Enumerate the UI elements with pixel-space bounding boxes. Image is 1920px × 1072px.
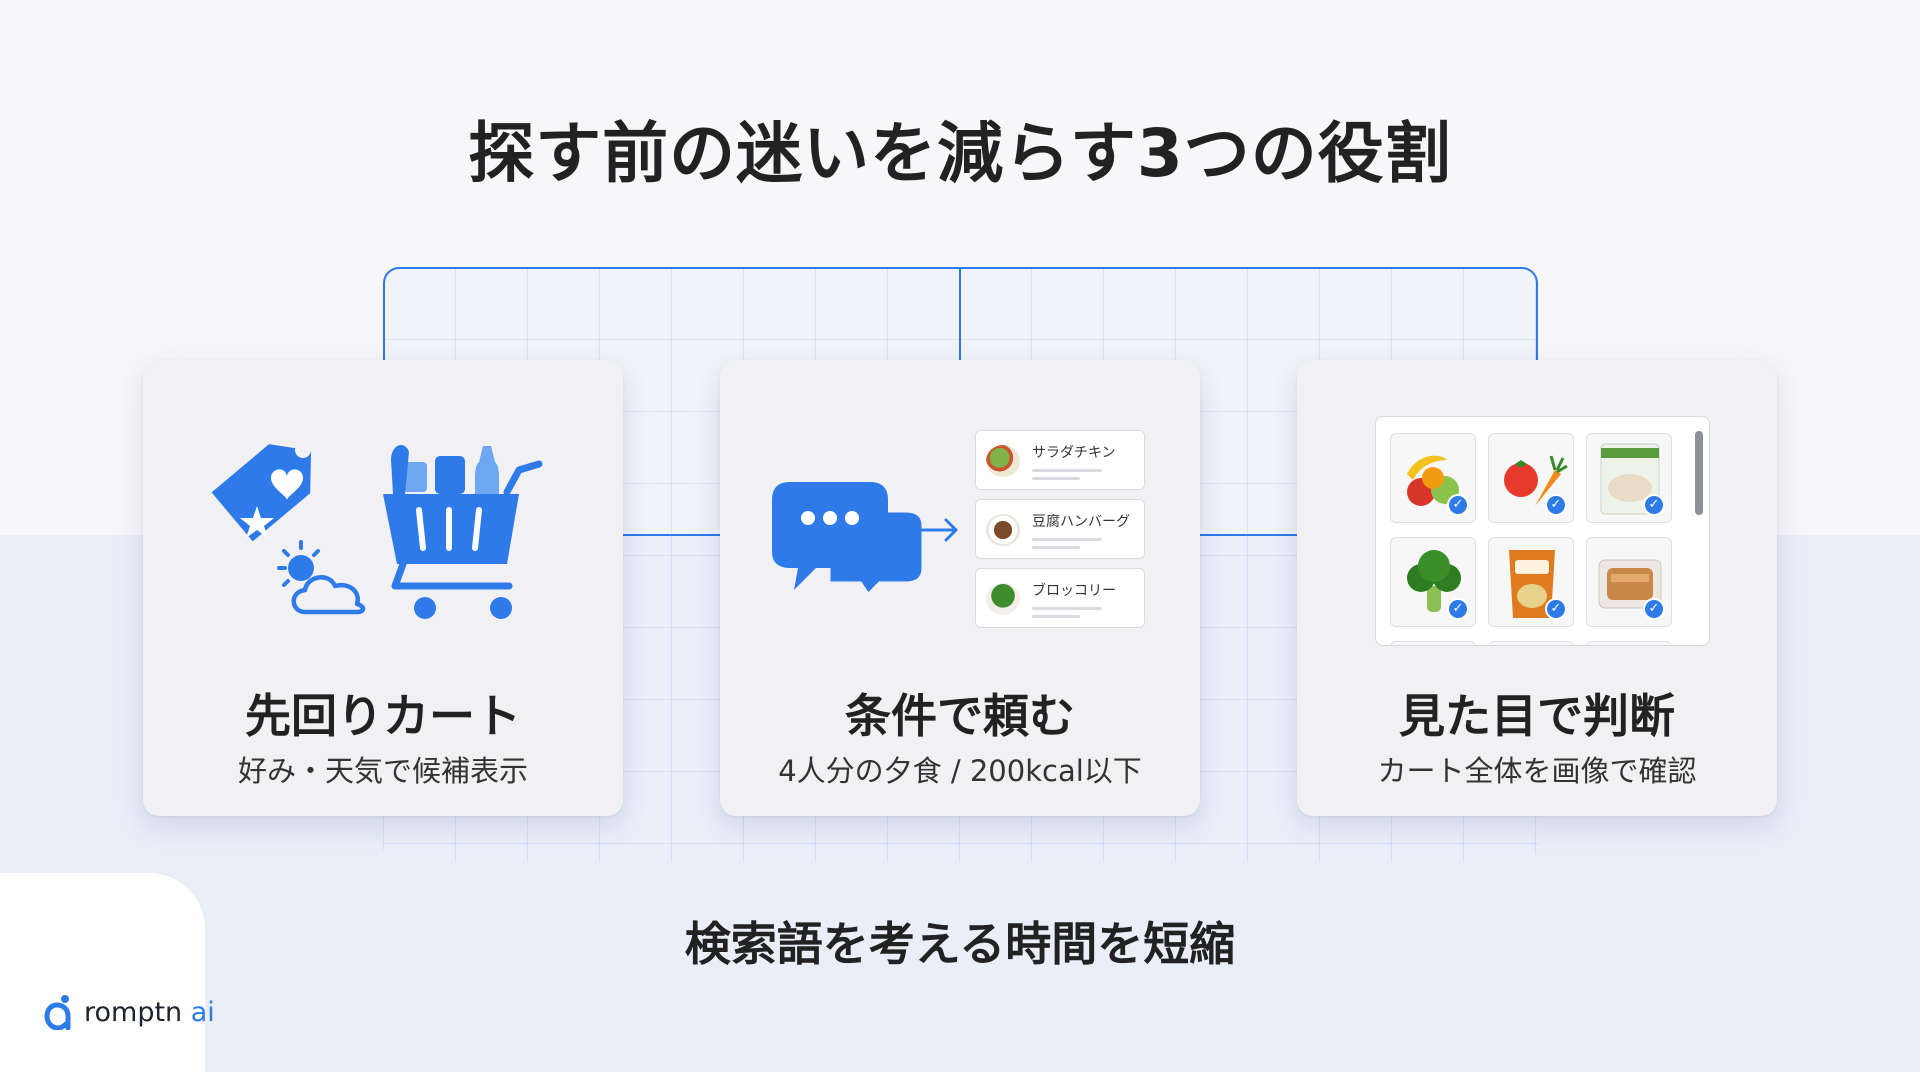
placeholder-line	[1032, 469, 1102, 472]
list-item: ブロッコリー	[975, 568, 1145, 628]
check-icon: ✓	[1545, 494, 1567, 516]
logo-text: romptn ai	[84, 997, 215, 1028]
connector-line-right	[1197, 534, 1297, 536]
card-request-by-condition: サラダチキン 豆腐ハンバーグ ブロッコリー 条件で頼む 4人分の夕食 / 200…	[720, 360, 1200, 816]
check-icon: ✓	[1643, 598, 1665, 620]
hamburg-thumb-icon	[986, 514, 1020, 546]
placeholder-line	[1032, 538, 1102, 541]
gallery-scrollbar[interactable]	[1695, 431, 1703, 515]
footer-tagline: 検索語を考える時間を短縮	[684, 917, 1236, 971]
list-item-label: サラダチキン	[1032, 445, 1116, 461]
list-item: サラダチキン	[975, 430, 1145, 490]
list-item-label: ブロッコリー	[1032, 583, 1116, 599]
sun-cloud-icon	[277, 540, 366, 615]
card-subtitle: 好み・天気で候補表示	[237, 754, 528, 788]
grid-frame-divider	[959, 267, 961, 362]
product-tile[interactable]: ✓	[1390, 433, 1476, 523]
card-title: 先回りカート	[245, 689, 521, 743]
product-tile[interactable]: ✓	[1586, 433, 1672, 523]
tag-heart-star-icon	[211, 442, 312, 542]
slide-title: 探す前の迷いを減らす3つの役割	[468, 115, 1452, 192]
product-tile[interactable]	[1488, 641, 1574, 645]
broccoli-icon	[1407, 550, 1461, 612]
placeholder-line	[1032, 607, 1102, 610]
card-visual-check: ✓ ✓ ✓ ✓	[1297, 360, 1777, 816]
snack-bag-icon	[1509, 550, 1555, 618]
card-illustration	[211, 442, 543, 619]
brand-logo: romptn ai	[44, 992, 215, 1032]
card-subtitle: カート全体を画像で確認	[1377, 754, 1697, 788]
arrow-right-icon	[918, 518, 958, 542]
shopping-cart-icon	[383, 445, 543, 619]
logo-mark-icon	[44, 995, 71, 1030]
logo-background	[0, 873, 205, 1072]
bread-pack-icon	[1598, 559, 1662, 609]
product-tile[interactable]: ✓	[1488, 537, 1574, 627]
logo-accent: ai	[190, 996, 215, 1028]
logo-brand: romptn	[84, 996, 191, 1028]
card-proactive-cart: 先回りカート 好み・天気で候補表示	[143, 360, 623, 816]
placeholder-line	[1032, 546, 1080, 549]
check-icon: ✓	[1447, 494, 1469, 516]
placeholder-line	[1032, 615, 1080, 618]
broccoli-thumb-icon	[986, 583, 1020, 615]
check-icon: ✓	[1545, 598, 1567, 620]
check-icon: ✓	[1447, 598, 1469, 620]
connector-line-left	[623, 534, 723, 536]
chat-bubbles-icon	[772, 482, 927, 600]
card-title: 見た目で判断	[1399, 689, 1675, 743]
placeholder-line	[1032, 477, 1080, 480]
list-item: 豆腐ハンバーグ	[975, 499, 1145, 559]
card-illustration	[772, 482, 958, 600]
tomato-carrot-icon	[1504, 455, 1568, 506]
salad-thumb-icon	[986, 445, 1020, 477]
product-tile[interactable]: ✓	[1390, 537, 1476, 627]
check-icon: ✓	[1643, 494, 1665, 516]
list-item-label: 豆腐ハンバーグ	[1032, 514, 1130, 530]
card-subtitle: 4人分の夕食 / 200kcal以下	[778, 754, 1142, 788]
product-tile[interactable]	[1390, 641, 1476, 645]
product-tile[interactable]	[1586, 641, 1672, 645]
salad-chicken-pack-icon	[1600, 443, 1660, 515]
cart-image-gallery[interactable]: ✓ ✓ ✓ ✓	[1375, 416, 1710, 646]
product-tile[interactable]: ✓	[1488, 433, 1574, 523]
card-title: 条件で頼む	[845, 689, 1075, 743]
product-tile[interactable]: ✓	[1586, 537, 1672, 627]
